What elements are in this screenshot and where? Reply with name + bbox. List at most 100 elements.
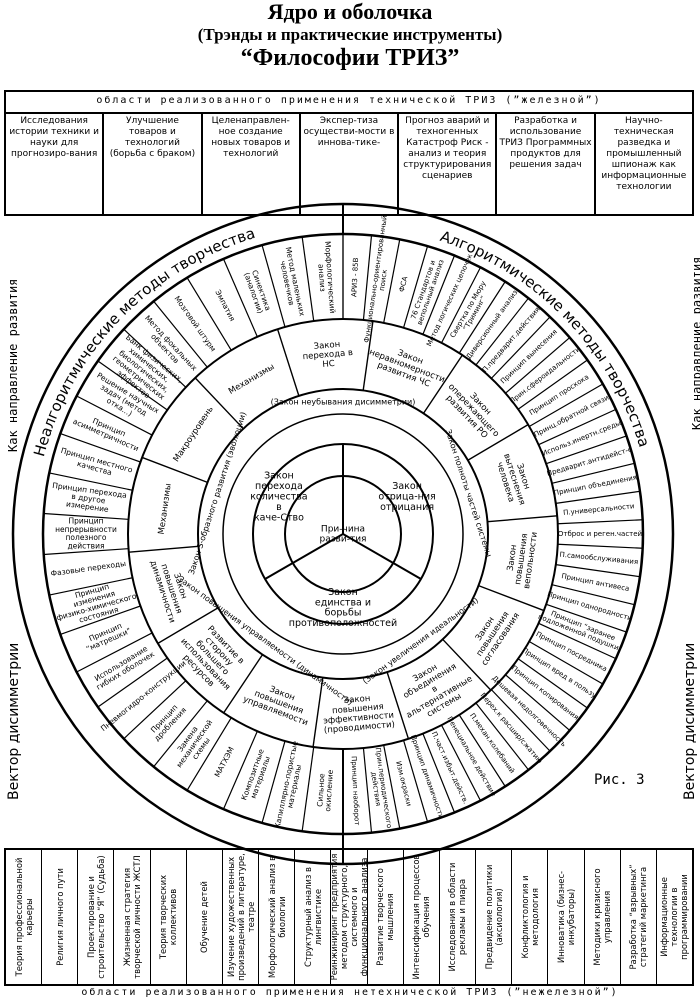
outer-divider-right (402, 245, 429, 328)
outer-sector-right-7: П.предварит.действия (481, 305, 542, 374)
svg-text:Принцип наоборот: Принцип наоборот (350, 756, 361, 826)
ring3-divider (478, 584, 545, 612)
svg-text:непрерывности: непрерывности (55, 525, 117, 534)
bottom-column-12: Исследования в области рекламы и пиара (440, 850, 477, 984)
bottom-column-label: Религия личного пути (54, 868, 65, 966)
outer-divider-left (186, 277, 232, 351)
ring3-divider (487, 515, 558, 523)
ring3-divider (467, 424, 529, 461)
svg-text:Принцип копирования: Принцип копирования (510, 664, 580, 722)
svg-text:Принцип: Принцип (68, 517, 103, 526)
ring2-label-0: (Закон неубывания дисимметрии) (271, 398, 416, 407)
bottom-column-0: Теория профессиональной карьеры (6, 850, 43, 984)
title-line3: “Философии ТРИЗ” (240, 45, 460, 71)
outer-divider-right (528, 640, 604, 685)
svg-text:перехода в: перехода в (302, 348, 353, 362)
bottom-column-label: Теория профессиональной карьеры (13, 857, 34, 977)
svg-text:МАТХЭМ: МАТХЭМ (213, 745, 236, 778)
ring3-divider (128, 545, 199, 553)
outer-sector-left-12: Фазовые переходы (50, 559, 127, 578)
outer-sector-right-18: Принцип антивеса (561, 572, 630, 593)
svg-text:Закон: Закон (506, 544, 520, 572)
svg-text:анализ: анализ (316, 264, 327, 292)
outer-sector-right-25: Перех.к расшир/сжатию (479, 691, 544, 765)
outer-divider-left (43, 548, 129, 556)
outer-sector-right-17: П.самообслуживания (559, 551, 638, 566)
svg-text:Изм.окраски: Изм.окраски (394, 760, 413, 807)
svg-text:поиск: поиск (378, 269, 389, 291)
outer-divider-right (402, 740, 429, 823)
svg-text:Сильное: Сильное (315, 773, 326, 807)
outer-divider-right (458, 714, 506, 787)
top-column-5: Разработка и использование ТРИЗ Программ… (497, 114, 596, 216)
outer-divider-right (538, 622, 617, 660)
ring3-divider (276, 328, 300, 397)
bottom-column-9: Реинжиниринг предприятия методом структу… (331, 850, 368, 984)
bottom-column-17: Разработка “взрывных” стратегий маркетин… (621, 850, 657, 984)
bottom-column-4: Теория творческих коллективов (151, 850, 187, 984)
figure-label: Рис. 3 (594, 772, 645, 788)
svg-text:в: в (276, 502, 282, 513)
bottom-column-8: Структурный анализ в лингвистике (295, 850, 332, 984)
svg-text:АРИЗ - 85В: АРИЗ - 85В (350, 257, 360, 297)
outer-divider-right (528, 383, 604, 428)
outer-divider-left (60, 432, 141, 463)
outer-divider-left (76, 395, 153, 436)
outer-divider-right (458, 281, 506, 354)
outer-divider-right (362, 235, 373, 321)
outer-divider-right (422, 255, 456, 335)
outer-sector-right-32: Принцип наоборот (350, 756, 361, 826)
bottom-column-label: Обучение детей (199, 881, 210, 953)
bottom-column-2: Проектирование и строительство “Я” (Судь… (78, 850, 115, 984)
top-table-header: области реализованного применения технич… (6, 92, 692, 114)
diagram-rings (11, 202, 675, 866)
bottom-column-label: Информационные технологии в программиров… (659, 874, 690, 960)
svg-text:Пенециальное действие: Пенециальное действие (445, 715, 497, 798)
title-line1: Ядро и оболочка (267, 0, 433, 24)
bottom-column-label: Изучение художественных произведений в л… (225, 853, 256, 981)
ring3-law-8: Развитие всторонубольшегоиспользованияре… (178, 624, 246, 692)
top-column-1: Улучшение товаров и технологий (борьба с… (104, 114, 203, 216)
outer-divider-left (123, 328, 187, 388)
top-table-columns: Исследования истории техники и науки для… (6, 114, 692, 216)
svg-text:Закон: Закон (264, 471, 294, 482)
outer-divider-left (76, 632, 153, 673)
svg-text:перехода: перехода (255, 481, 303, 492)
ring2-label-1: Закон полноты частей системы (444, 428, 494, 558)
outer-divider-right (440, 724, 482, 801)
outer-sector-right-30: Изм.окраски (394, 760, 413, 807)
ring3-law-11: Макроуровень (172, 405, 216, 464)
outer-divider-left (261, 740, 286, 824)
outer-sector-right-15: П.универсальности (563, 502, 635, 517)
bottom-column-label: Предвидение политики (аксиология) (483, 864, 504, 970)
outer-divider-right (517, 658, 588, 709)
svg-text:Закон: Закон (343, 694, 370, 706)
svg-text:отрицания: отрицания (380, 502, 434, 513)
outer-divider-left (222, 730, 258, 810)
svg-text:Эмпатия: Эмпатия (213, 288, 237, 322)
bottom-column-label: Жизненная стратегия творческой личности … (122, 855, 143, 979)
bottom-column-label: Развитие творческого мышления (375, 868, 396, 966)
bottom-column-18: Информационные технологии в программиров… (657, 850, 692, 984)
outer-sector-right-2: ФСА (398, 275, 410, 292)
core-div-3 (292, 533, 344, 564)
ring-3 (197, 388, 489, 680)
outer-divider-left (261, 244, 286, 328)
outer-divider-left (153, 700, 208, 768)
core-outer-div-2 (392, 562, 422, 580)
svg-text:количества: количества (250, 492, 307, 503)
outer-divider-right (422, 733, 456, 813)
svg-text:Макроуровень: Макроуровень (172, 405, 216, 464)
